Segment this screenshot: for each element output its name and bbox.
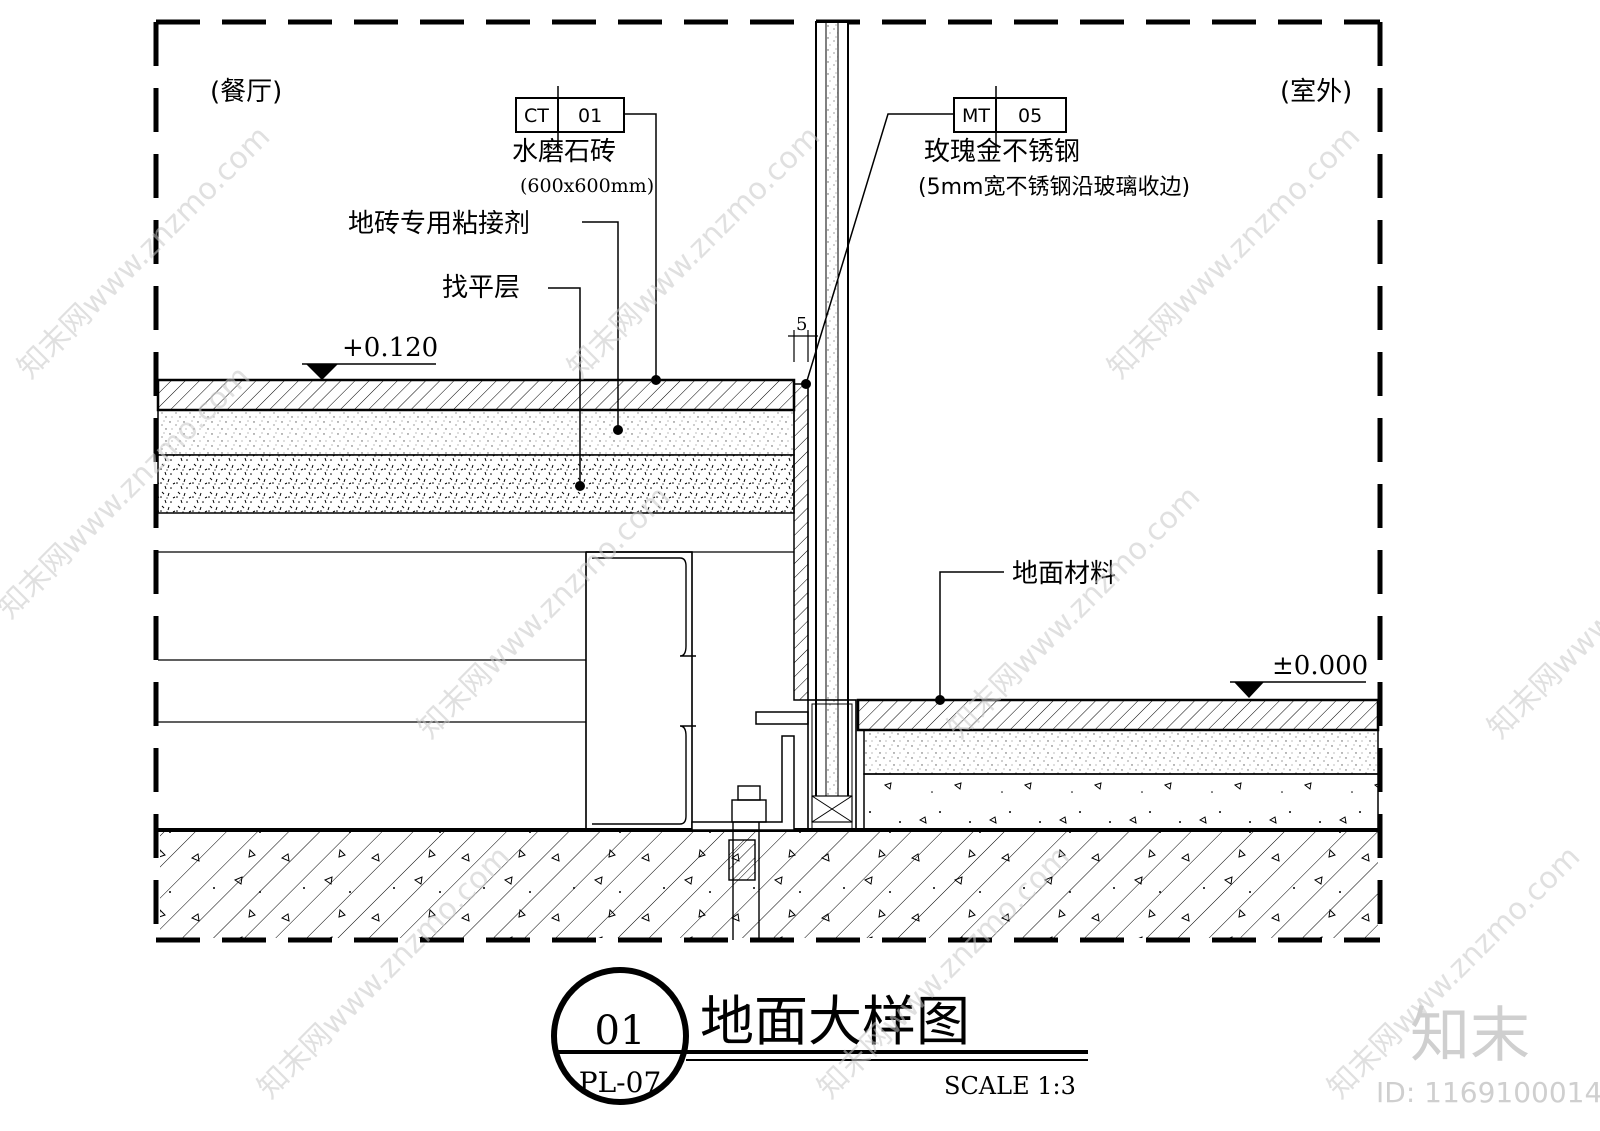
tag-ct01-number: 01: [578, 105, 602, 127]
glass-panel: [807, 21, 857, 831]
material-tag-mt05: MT 05 玫瑰金不锈钢 (5mm宽不锈钢沿玻璃收边): [801, 86, 1190, 389]
brand-id: ID: 1169100014: [1376, 1076, 1600, 1109]
room-label-outdoor: (室外): [1280, 77, 1352, 107]
label-floor-material: 地面材料: [935, 559, 1116, 705]
drawing-border: [153, 19, 1383, 943]
anchor-bolt: [728, 785, 767, 940]
drawing-title: 地面大样图: [700, 990, 970, 1053]
room-label-dining: (餐厅): [210, 77, 282, 107]
tag-mt05-code: MT: [962, 105, 990, 127]
svg-text:知末网www.znzmo.com: 知末网www.znzmo.com: [1101, 119, 1367, 385]
svg-text:知末网www.znzmo.com: 知末网www.znzmo.com: [1481, 479, 1600, 745]
steel-channel: [585, 551, 696, 831]
label-adhesive-text: 地砖专用粘接剂: [348, 209, 530, 239]
level-right-text: ±0.000: [1272, 651, 1368, 681]
dimension-5: 5: [788, 314, 818, 362]
tag-ct01-code: CT: [524, 105, 549, 127]
level-left-text: +0.120: [342, 333, 438, 363]
left-floor-layers: [156, 378, 796, 723]
tag-mt05-subtitle: (5mm宽不锈钢沿玻璃收边): [918, 175, 1190, 200]
title-sheet: PL-07: [579, 1066, 662, 1099]
tag-mt05-number: 05: [1018, 105, 1042, 127]
stainless-trim: [691, 383, 809, 831]
tag-ct01-subtitle: (600x600mm): [520, 175, 654, 197]
title-block: 01 PL-07 地面大样图 SCALE 1:3: [551, 967, 1088, 1105]
label-leveling: 找平层: [442, 273, 585, 491]
drawing-scale: SCALE 1:3: [944, 1072, 1076, 1100]
title-number: 01: [595, 1008, 646, 1054]
svg-text:知末网www.znzmo.com: 知末网www.znzmo.com: [11, 119, 277, 385]
dimension-5-text: 5: [796, 314, 807, 335]
label-leveling-text: 找平层: [442, 273, 520, 303]
level-mark-right: ±0.000: [1230, 651, 1368, 698]
level-mark-left: +0.120: [302, 333, 438, 380]
tag-ct01-title: 水磨石砖: [512, 137, 616, 167]
right-floor-layers: [856, 698, 1380, 831]
label-floor-material-text: 地面材料: [1012, 559, 1116, 589]
concrete-slab: [156, 828, 1380, 938]
label-adhesive: 地砖专用粘接剂: [348, 209, 623, 435]
brand-logo: 知末: [1410, 1001, 1530, 1071]
svg-text:知末网www.znzmo.com: 知末网www.znzmo.com: [411, 479, 677, 745]
material-tag-ct01: CT 01 水磨石砖 (600x600mm): [512, 86, 661, 385]
tag-mt05-title: 玫瑰金不锈钢: [924, 137, 1080, 167]
